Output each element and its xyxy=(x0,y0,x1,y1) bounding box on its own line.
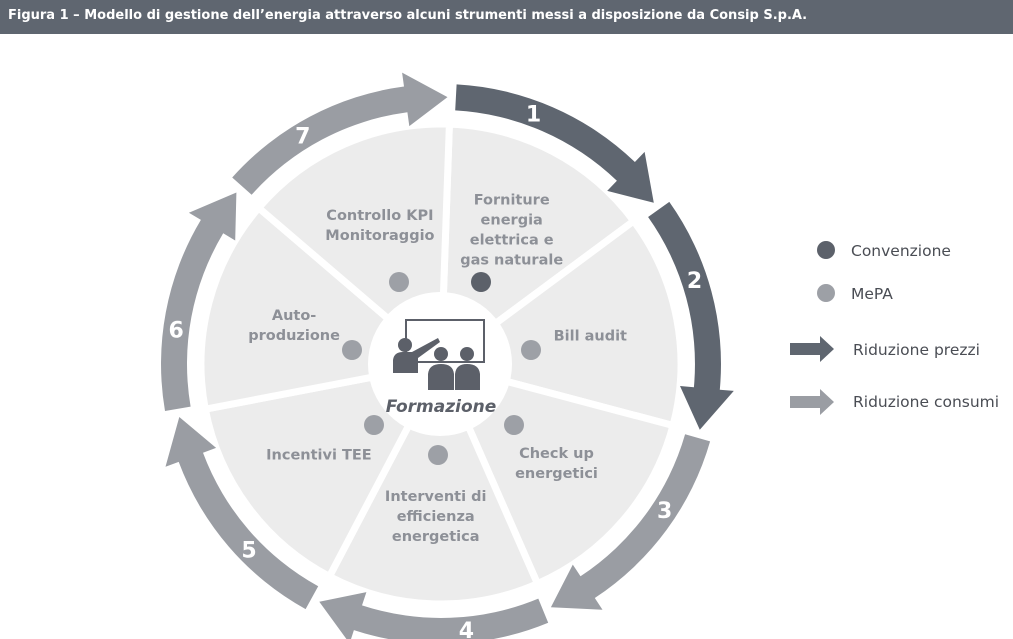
tool-dot-7 xyxy=(389,272,409,292)
wheel-segment-3 xyxy=(434,358,678,589)
step-number-2: 2 xyxy=(687,269,702,294)
legend-riduzione-prezzi: Riduzione prezzi xyxy=(853,341,980,359)
wheel-arrow-1 xyxy=(455,84,654,203)
tool-dot-2 xyxy=(521,340,541,360)
wheel-segment-4 xyxy=(324,355,543,608)
wheel-arrow-2 xyxy=(648,201,734,430)
step-number-4: 4 xyxy=(459,619,474,639)
wheel-arrow-6 xyxy=(161,192,237,411)
step-number-5: 5 xyxy=(241,539,256,564)
light-arrow-icon xyxy=(790,389,834,415)
light-circle-icon xyxy=(817,284,835,302)
tool-dot-3 xyxy=(504,415,524,435)
training-presentation-icon xyxy=(393,319,485,390)
tool-dot-5 xyxy=(364,415,384,435)
wheel-arrow-7 xyxy=(232,72,448,195)
center-label: Formazione xyxy=(386,397,497,417)
step-number-7: 7 xyxy=(295,125,310,150)
tool-dot-1 xyxy=(471,272,491,292)
wheel-arrows: 1 2 3 4 5 6 7 xyxy=(161,72,734,639)
wheel-arrow-5 xyxy=(165,417,319,610)
dark-circle-icon xyxy=(817,241,835,259)
legend-mepa: MePA xyxy=(851,285,893,303)
segment-label-5: Incentivi TEE xyxy=(266,448,372,464)
step-number-1: 1 xyxy=(526,103,541,128)
step-number-3: 3 xyxy=(657,499,672,524)
tool-dot-4 xyxy=(428,445,448,465)
wheel-arrow-4 xyxy=(319,592,549,639)
segment-label-6: Auto-produzione xyxy=(248,308,340,344)
segment-label-2: Bill audit xyxy=(554,328,627,344)
step-number-6: 6 xyxy=(169,319,184,344)
figure-title: Figura 1 – Modello di gestione dell’ener… xyxy=(8,8,808,23)
center-hub: Formazione xyxy=(368,292,512,436)
dark-arrow-icon xyxy=(790,336,834,362)
figure-header: Figura 1 – Modello di gestione dell’ener… xyxy=(0,0,1013,34)
legend-riduzione-consumi: Riduzione consumi xyxy=(853,393,999,411)
legend-convenzione: Convenzione xyxy=(851,242,951,260)
legend: Convenzione MePA Riduzione prezzi Riduzi… xyxy=(790,241,999,415)
wheel-segments xyxy=(197,120,685,608)
wheel-segment-5 xyxy=(201,359,448,582)
tool-dot-6 xyxy=(342,340,362,360)
wheel-arrow-3 xyxy=(550,434,711,610)
wheel-segment-1 xyxy=(437,120,639,372)
